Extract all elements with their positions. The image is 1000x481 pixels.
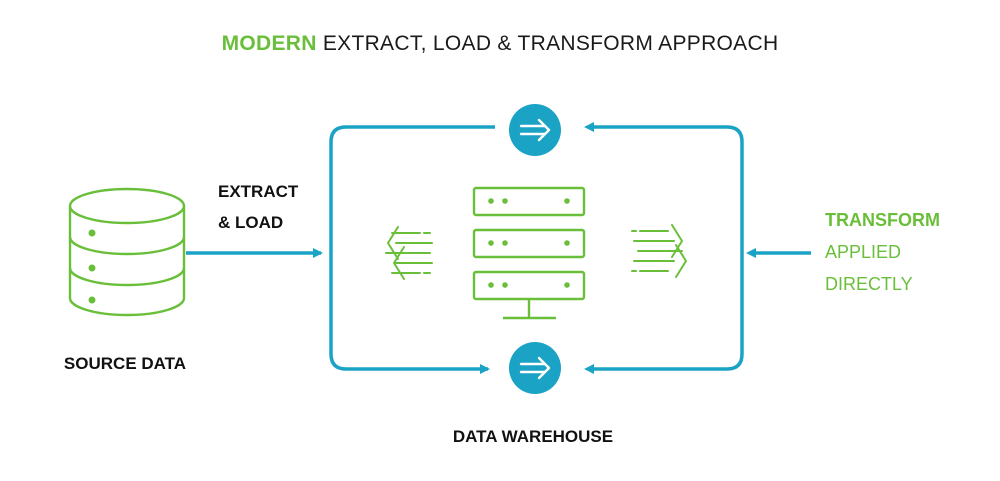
right-loop-path: [588, 125, 744, 371]
transform-label-line2: APPLIED: [825, 242, 902, 262]
right-top-arrowhead: [584, 122, 594, 132]
right-bottom-arrowhead: [584, 364, 594, 374]
server-stack-icon: [472, 186, 586, 320]
transform-label-line1: TRANSFORM: [825, 210, 940, 230]
title-accent: MODERN: [221, 32, 317, 55]
extract-label-line1: EXTRACT: [218, 182, 299, 201]
arrow-circle-icon: [509, 342, 561, 394]
left-motion-arrows-icon: [385, 226, 433, 280]
database-icon: [68, 187, 186, 317]
data-warehouse-label: DATA WAREHOUSE: [452, 427, 614, 446]
transform-label: TRANSFORM APPLIED DIRECTLY: [825, 204, 940, 300]
transform-arrowhead: [746, 248, 756, 258]
diagram-title: MODERN EXTRACT, LOAD & TRANSFORM APPROAC…: [0, 32, 1000, 56]
title-rest: EXTRACT, LOAD & TRANSFORM APPROACH: [316, 32, 779, 55]
source-data-label: SOURCE DATA: [63, 354, 187, 373]
transform-label-line3: DIRECTLY: [825, 274, 913, 294]
extract-label-line2: & LOAD: [218, 213, 284, 232]
extract-load-label: EXTRACT & LOAD: [218, 176, 298, 238]
arrow-circle-icon: [509, 104, 561, 156]
left-loop-path: [329, 125, 495, 374]
right-motion-arrows-icon: [631, 224, 687, 278]
